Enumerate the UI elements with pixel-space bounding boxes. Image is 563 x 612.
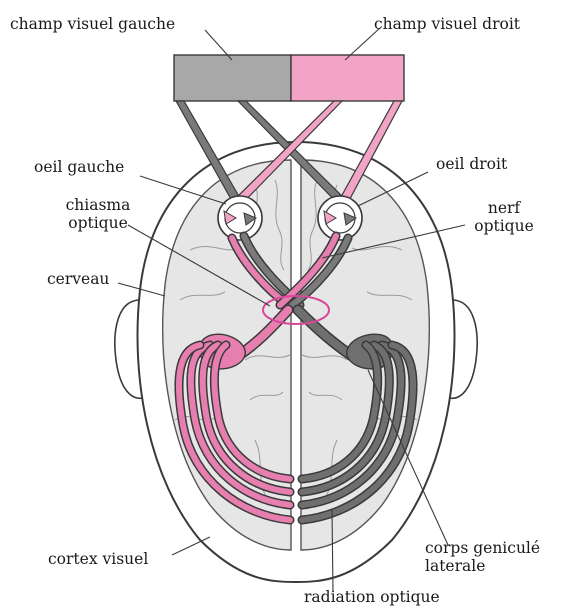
- label-brain: cerveau: [47, 270, 109, 288]
- label-optic-chiasm-line1: chiasma: [55, 196, 141, 214]
- label-optic-nerve-line2: optique: [462, 217, 546, 235]
- label-left-eye: oeil gauche: [34, 158, 124, 176]
- label-optic-nerve: nerf optique: [462, 199, 546, 235]
- label-right-eye: oeil droit: [436, 155, 507, 173]
- label-optic-chiasm: chiasma optique: [55, 196, 141, 232]
- left-eye: [218, 196, 262, 240]
- label-lgn-line2: laterale: [425, 557, 540, 575]
- right-eye: [318, 196, 362, 240]
- label-optic-chiasm-line2: optique: [55, 214, 141, 232]
- label-visual-cortex: cortex visuel: [48, 550, 148, 568]
- label-left-visual-field: champ visuel gauche: [10, 15, 175, 33]
- label-optic-radiation: radiation optique: [304, 588, 440, 606]
- label-optic-nerve-line1: nerf: [462, 199, 546, 217]
- label-lgn-line1: corps geniculé: [425, 539, 540, 557]
- label-right-visual-field: champ visuel droit: [374, 15, 520, 33]
- right-visual-field-box: [291, 55, 404, 101]
- left-visual-field-box: [174, 55, 291, 101]
- label-lateral-geniculate-body: corps geniculé laterale: [425, 539, 540, 575]
